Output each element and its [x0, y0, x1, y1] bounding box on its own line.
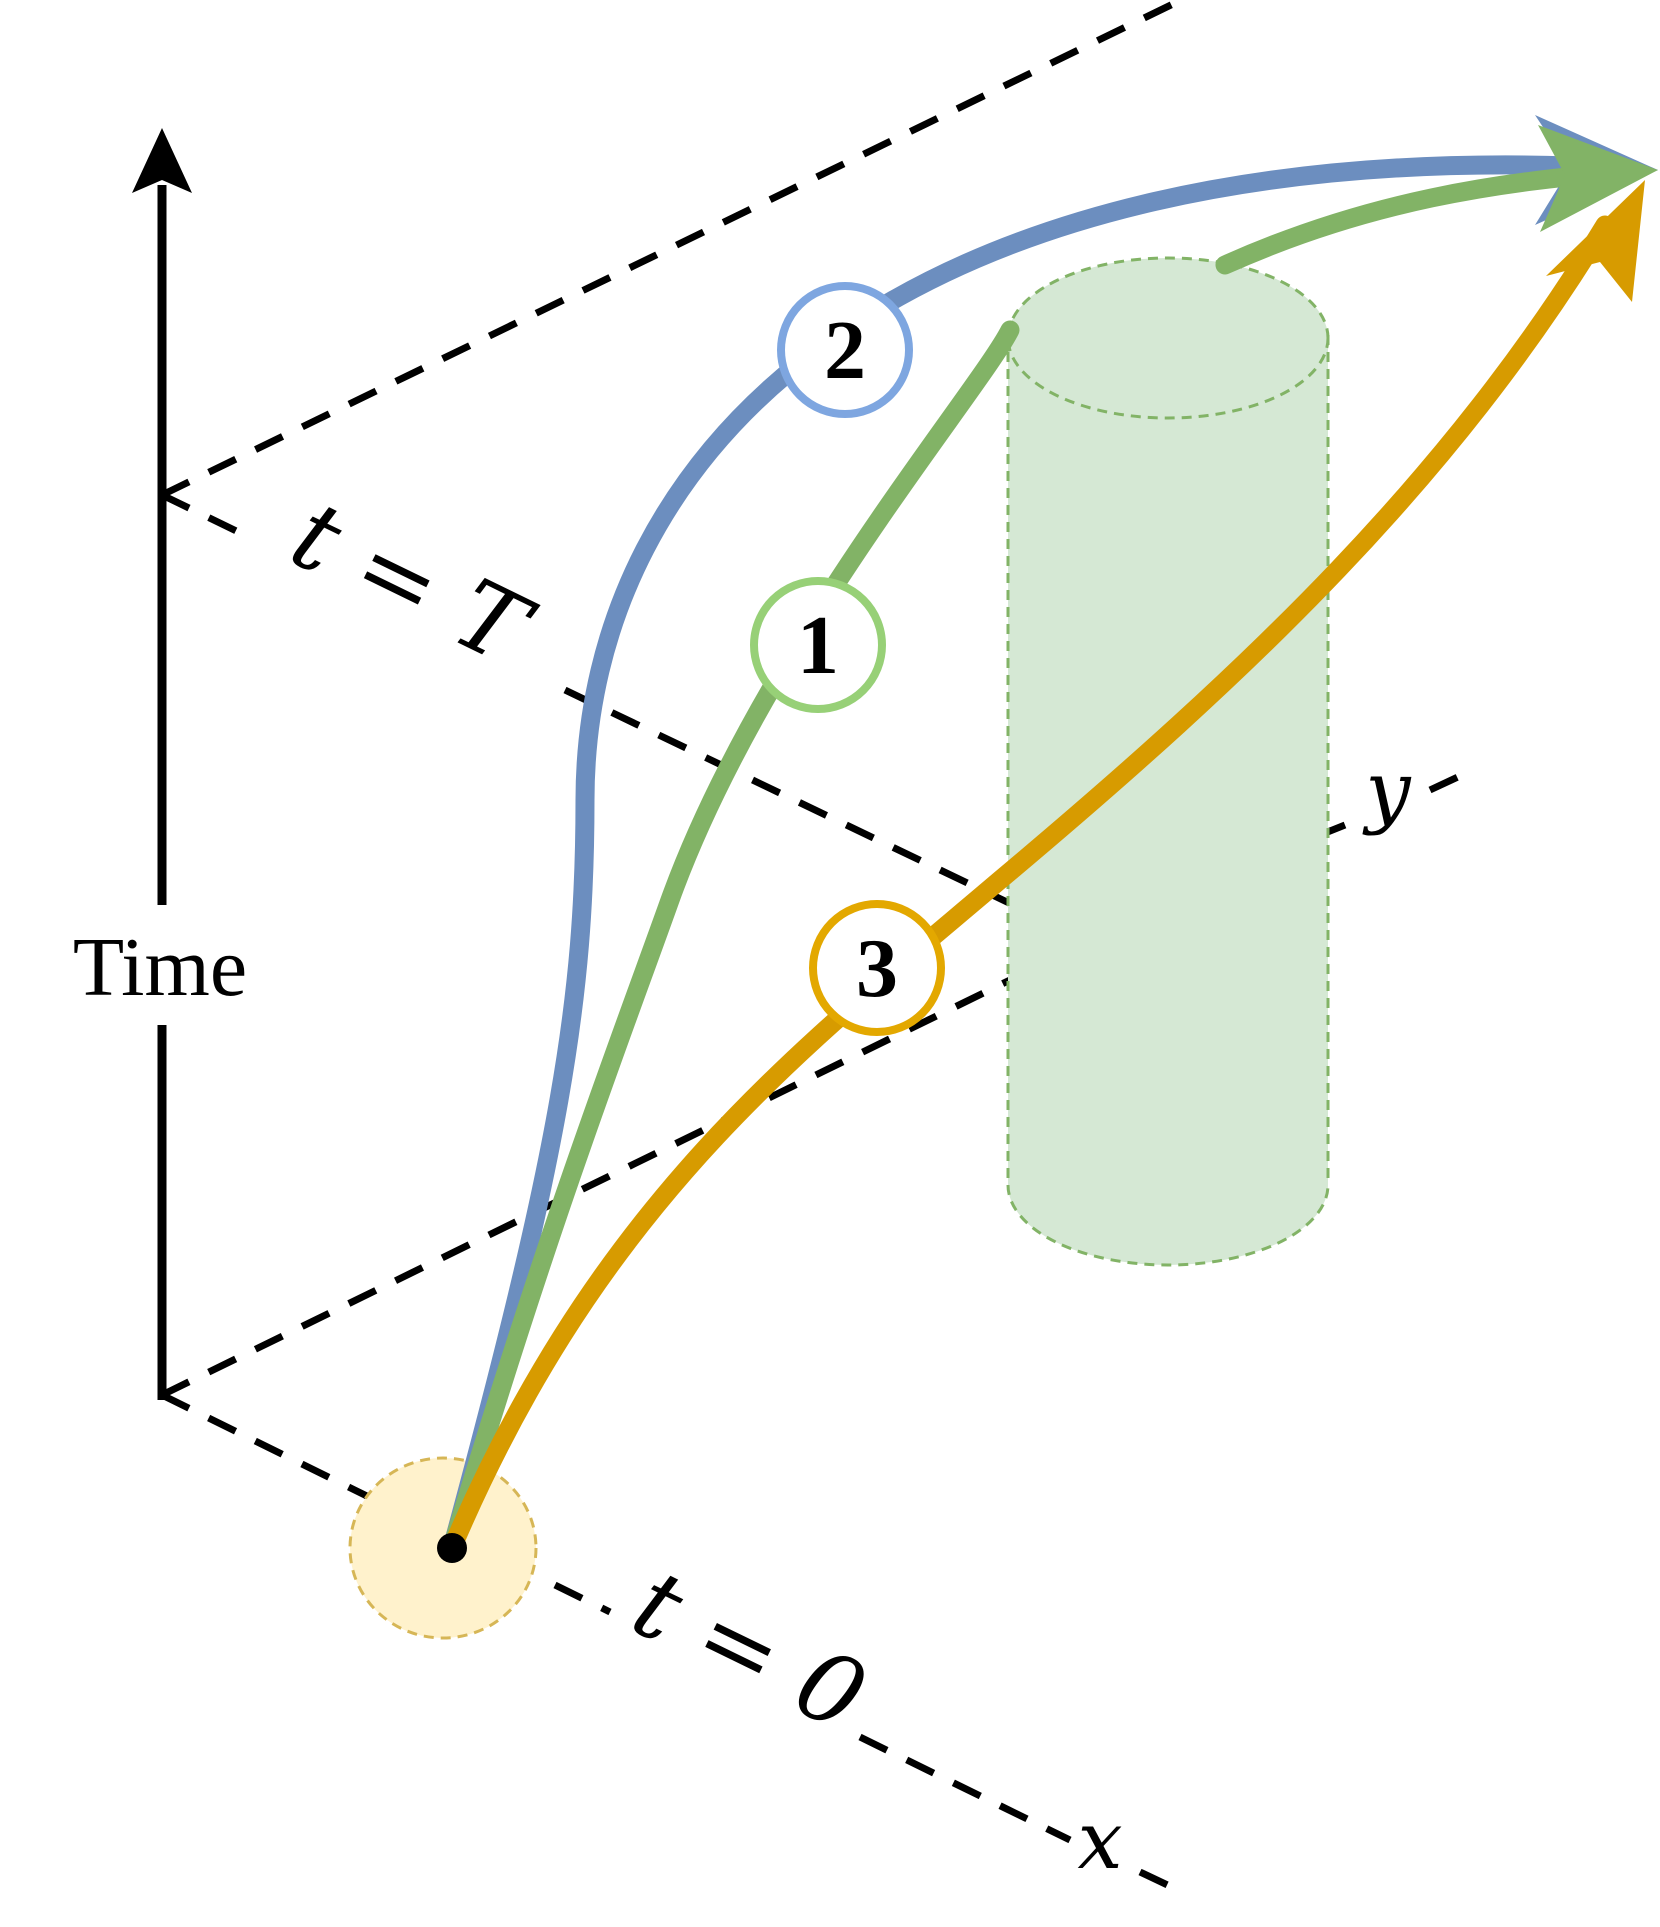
trajectory-3: [442, 180, 1645, 1558]
trajectory-3-number: 3: [856, 922, 898, 1015]
trajectory-3-arrowhead: [1546, 180, 1645, 302]
top-plane-x-edge-a: [160, 491, 257, 544]
start-point: [437, 1533, 467, 1563]
t-equals-0-label: t = 0: [617, 1547, 883, 1753]
top-plane-y-edge: [160, 0, 1177, 499]
y-axis-stub-b: [1428, 772, 1462, 794]
trajectory-3-path: [442, 215, 1615, 1558]
bottom-plane-x-edge-a: [160, 1391, 377, 1504]
trajectory-2-badge-ring: [777, 282, 913, 418]
trajectory-3-badge-ring: [809, 900, 945, 1036]
trajectory-1-badge: 1: [750, 577, 886, 713]
t-equals-T-label: t = T: [275, 479, 549, 689]
y-axis-label: y: [1362, 744, 1412, 837]
trajectory-2-badge: 2: [777, 282, 913, 418]
obstacle-body: [1008, 335, 1328, 1265]
trajectory-2-path: [442, 155, 1630, 1558]
trajectory-3-badge: 3: [809, 900, 945, 1036]
trajectory-2-number: 2: [824, 304, 866, 397]
obstacle-top-face: [1006, 256, 1330, 420]
top-plane-x-edge-b: [563, 686, 1182, 989]
trajectory-1-arrowhead: [1538, 125, 1658, 232]
x-axis-label: x: [1077, 1794, 1122, 1887]
obstacle-cylinder: [1006, 256, 1330, 1267]
time-axis-label: Time: [73, 921, 247, 1014]
time-axis-arrowhead: [132, 128, 192, 193]
obstacle-bottom-rim: [1006, 1184, 1330, 1267]
trajectory-1-number: 1: [797, 599, 839, 692]
bottom-plane-x-edge-c: [858, 1733, 1072, 1844]
bottom-plane-y-edge: [160, 976, 1012, 1399]
trajectory-1: [442, 125, 1658, 1558]
bottom-plane-x-edge-d: [1138, 1868, 1180, 1894]
trajectory-1-badge-ring: [750, 577, 886, 713]
bottom-plane-x-edge-b: [553, 1581, 612, 1616]
